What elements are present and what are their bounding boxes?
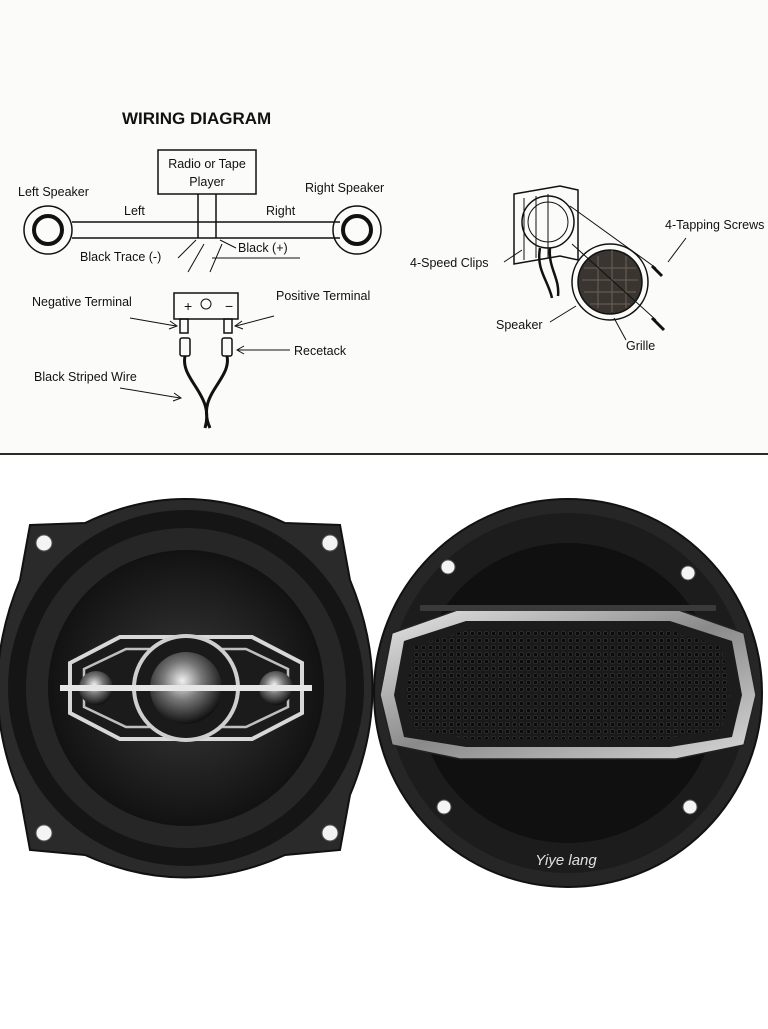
- speaker-arrow: [549, 305, 577, 323]
- brand-logo: Yiye lang: [535, 852, 597, 869]
- black-trace-arrow: [177, 239, 197, 259]
- speed-clips-arrow: [503, 249, 523, 263]
- wire-junction: [197, 222, 217, 238]
- product-photos-svg: Yiye lang: [0, 498, 763, 888]
- grille-label: Grille: [626, 339, 655, 353]
- left-speaker-label: Left Speaker: [18, 185, 89, 199]
- terminal-minus-sign: −: [225, 298, 233, 314]
- mounting-hole-icon: [35, 534, 339, 842]
- black-trace-label: Black Trace (-): [80, 250, 161, 264]
- screw-guide-lines: [569, 205, 657, 321]
- product-photos-panel: Yiye lang: [0, 455, 768, 1024]
- section-divider: [0, 453, 768, 455]
- black-striped-wire-arrow: [119, 387, 181, 399]
- black-striped-wire: [183, 355, 229, 429]
- terminal-block: [173, 292, 239, 320]
- speaker-wire-pair: [72, 221, 340, 239]
- speaker-square-frame-photo: [0, 498, 374, 879]
- mounting-panel-illustration: [513, 185, 579, 299]
- black-striped-wire-label: Black Striped Wire: [34, 370, 137, 384]
- wiring-title: WIRING DIAGRAM: [122, 109, 271, 128]
- recetack-left: [179, 337, 191, 357]
- positive-terminal-arrow: [235, 315, 275, 327]
- radio-wire-stub: [197, 194, 217, 222]
- right-speaker-label: Right Speaker: [305, 181, 384, 195]
- right-speaker-icon: [332, 205, 382, 255]
- negative-terminal-arrow: [129, 317, 177, 327]
- radio-label-line1: Radio or Tape: [168, 157, 246, 171]
- tapping-screw-icon: [650, 264, 666, 332]
- speaker-round-mesh-photo: Yiye lang: [373, 498, 763, 888]
- terminal-plus-sign: +: [184, 298, 192, 314]
- recetack-right: [221, 337, 233, 357]
- negative-terminal-tab: [179, 318, 189, 334]
- negative-terminal-label: Negative Terminal: [32, 295, 132, 309]
- left-label: Left: [124, 204, 145, 218]
- wiring-diagram-svg: WIRING DIAGRAM Radio or Tape Player Left…: [18, 109, 764, 429]
- tapping-screws-label: 4-Tapping Screws: [665, 218, 764, 232]
- right-label: Right: [266, 204, 296, 218]
- wire-to-terminal-lines: [187, 243, 223, 273]
- terminal-screw-icon: [200, 298, 212, 310]
- positive-terminal-label: Positive Terminal: [276, 289, 370, 303]
- speed-clips-label: 4-Speed Clips: [410, 256, 489, 270]
- mesh-grille: [406, 629, 730, 739]
- radio-label-line2: Player: [189, 175, 224, 189]
- speaker-label: Speaker: [496, 318, 543, 332]
- black-plus-arrow: [219, 239, 237, 249]
- wiring-diagram-panel: WIRING DIAGRAM Radio or Tape Player Left…: [0, 0, 768, 455]
- recetack-label: Recetack: [294, 344, 347, 358]
- tapping-screws-arrow: [667, 237, 687, 263]
- positive-terminal-tab: [223, 318, 233, 334]
- left-speaker-icon: [23, 205, 73, 255]
- speaker-grille-illustration: [571, 243, 649, 321]
- black-plus-label: Black (+): [238, 241, 288, 255]
- radio-player-box: [157, 149, 257, 195]
- grille-arrow: [613, 317, 627, 341]
- mounting-hole-icon: [436, 559, 698, 815]
